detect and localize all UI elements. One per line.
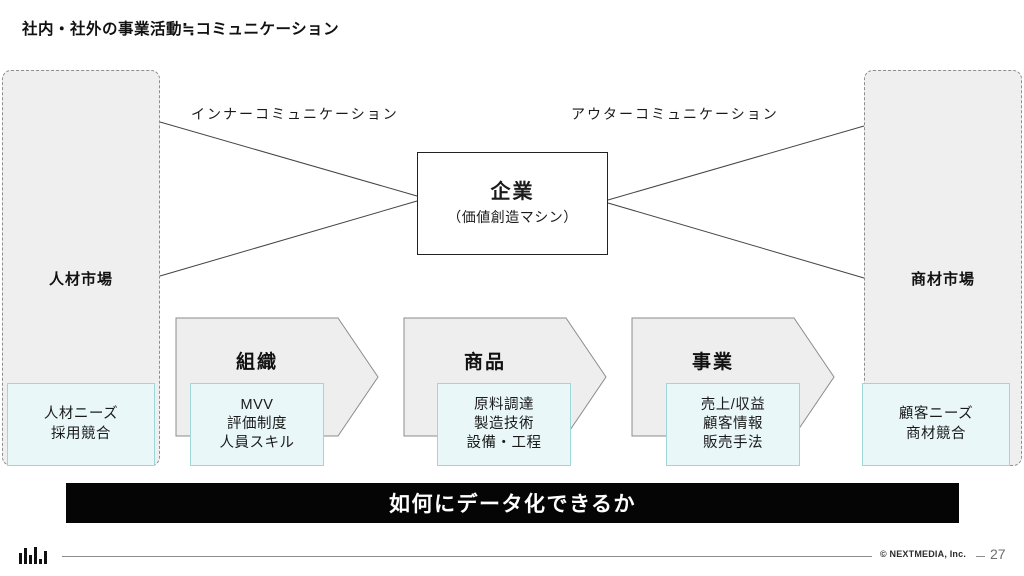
- stage-detail-3-line-1: 売上/収益: [700, 396, 766, 413]
- label-inner-communication: インナーコミュニケーション: [191, 106, 399, 122]
- stage-detail-2: 原料調達 製造技術 設備・工程: [437, 383, 571, 466]
- footer-page-number: 27: [990, 546, 1006, 562]
- enterprise-title: 企業: [490, 181, 535, 203]
- market-detail-right: 顧客ニーズ 商材競合: [862, 383, 1010, 466]
- stage-detail-2-line-3: 設備・工程: [466, 435, 542, 452]
- stage-detail-1-line-1: MVV: [240, 396, 274, 413]
- stage-detail-2-line-1: 原料調達: [474, 396, 534, 413]
- stage-detail-1-line-3: 人員スキル: [219, 435, 295, 452]
- stage-detail-3: 売上/収益 顧客情報 販売手法: [666, 383, 800, 466]
- stage-title-2: 商品: [463, 352, 506, 373]
- page-title: 社内・社外の事業活動≒コミュニケーション: [22, 21, 340, 38]
- market-label-right: 商材市場: [910, 271, 975, 288]
- stage-detail-1-line-2: 評価制度: [227, 415, 287, 432]
- stage-detail-2-line-2: 製造技術: [474, 415, 534, 432]
- key-message-banner: 如何にデータ化できるか: [66, 483, 959, 523]
- market-detail-right-line-2: 商材競合: [906, 425, 966, 442]
- label-outer-communication: アウターコミュニケーション: [571, 106, 779, 122]
- footer-copyright: © NEXTMEDIA, Inc.: [880, 549, 967, 559]
- enterprise-subtitle: （価値創造マシン）: [447, 209, 578, 225]
- market-detail-right-line-1: 顧客ニーズ: [898, 406, 974, 423]
- nextmedia-bars-logo-icon: [19, 546, 47, 564]
- footer-page-dash: [976, 556, 985, 557]
- stage-title-3: 事業: [691, 352, 734, 373]
- market-label-left: 人材市場: [48, 271, 113, 288]
- market-detail-left-line-1: 人材ニーズ: [43, 406, 119, 423]
- enterprise-box: 企業 （価値創造マシン）: [417, 152, 608, 255]
- footer-divider: [62, 556, 872, 557]
- key-message-text: 如何にデータ化できるか: [388, 493, 637, 516]
- stage-detail-3-line-2: 顧客情報: [703, 415, 763, 432]
- stage-detail-3-line-3: 販売手法: [703, 435, 763, 452]
- stage-title-1: 組織: [235, 352, 278, 373]
- market-detail-left-line-2: 採用競合: [51, 425, 111, 442]
- market-detail-left: 人材ニーズ 採用競合: [7, 383, 155, 466]
- stage-detail-1: MVV 評価制度 人員スキル: [190, 383, 324, 466]
